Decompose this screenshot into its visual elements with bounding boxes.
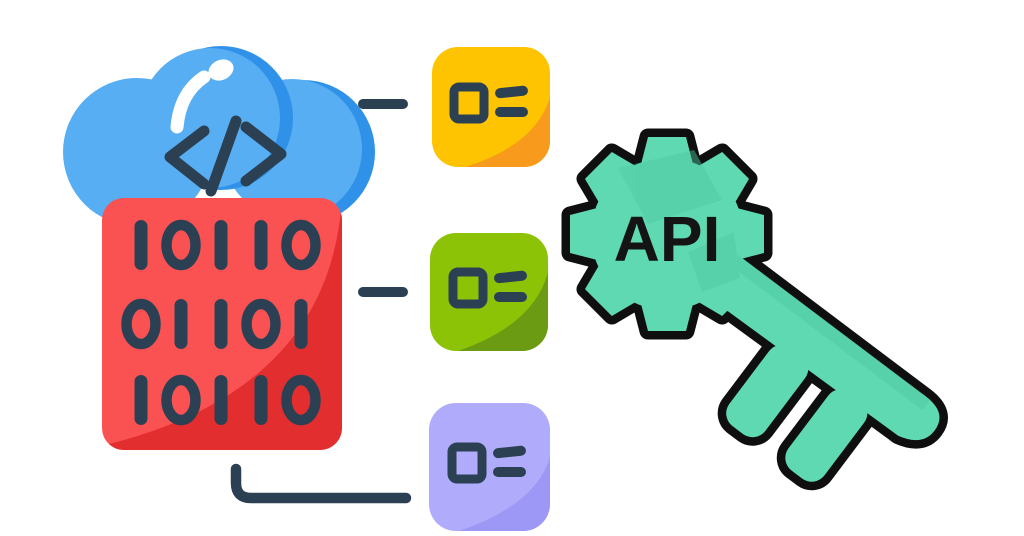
binary-digit-0 [281,374,321,426]
list-icon-box [447,442,487,484]
binary-digit-0 [161,374,201,426]
list-icon-box [448,267,488,309]
api-key-shading [618,150,931,411]
connector-dash-top [358,99,408,109]
card-bg [432,47,550,167]
cloud-highlight-arc [170,70,211,134]
list-item-icon [449,82,528,124]
binary-digits [121,219,321,426]
api-key-icon: API [570,137,948,525]
list-icon-line-2 [495,107,528,117]
card-shade [459,457,550,531]
code-brackets-icon [164,115,287,197]
card-shade [458,272,548,351]
code-slash [205,115,242,197]
binary-digit-1 [294,299,308,349]
binary-block-shade [105,198,342,450]
binary-digit-1 [214,220,228,270]
card-shade [465,97,550,167]
connector-dash-middle [358,287,408,297]
card-purple [429,403,550,531]
list-item-icon [447,442,526,484]
binary-digit-0 [281,219,321,271]
binary-digit-0 [241,298,281,350]
shaft-shade-band [730,255,931,411]
gear-facet [688,232,740,292]
card-green [430,233,548,351]
list-icon-box [449,82,489,124]
binary-digit-1 [214,375,228,425]
list-item-icon [448,267,527,309]
code-bracket-left [164,125,210,190]
binary-digit-1 [254,220,268,270]
list-icon-line-2 [494,292,527,302]
binary-digit-1 [214,299,228,349]
connector-elbow-bottom [230,463,412,504]
list-icon-line-2 [493,467,526,477]
list-icon-line-1 [494,270,527,284]
list-icon-line-1 [493,445,526,459]
binary-digit-1 [134,220,148,270]
api-label: API [614,203,721,275]
binary-block [102,198,342,450]
api-key-fill [570,137,948,525]
list-icon-line-1 [495,85,528,99]
binary-digit-1 [134,375,148,425]
binary-digit-1 [174,299,188,349]
binary-digit-1 [254,375,268,425]
code-bracket-right [240,121,287,187]
cloud-highlight-dot [208,59,234,81]
gear-facet [618,150,722,224]
cloud-code-icon [63,46,375,226]
binary-digit-0 [161,219,201,271]
card-yellow [432,47,550,167]
card-bg [429,403,550,531]
binary-digit-0 [121,298,161,350]
